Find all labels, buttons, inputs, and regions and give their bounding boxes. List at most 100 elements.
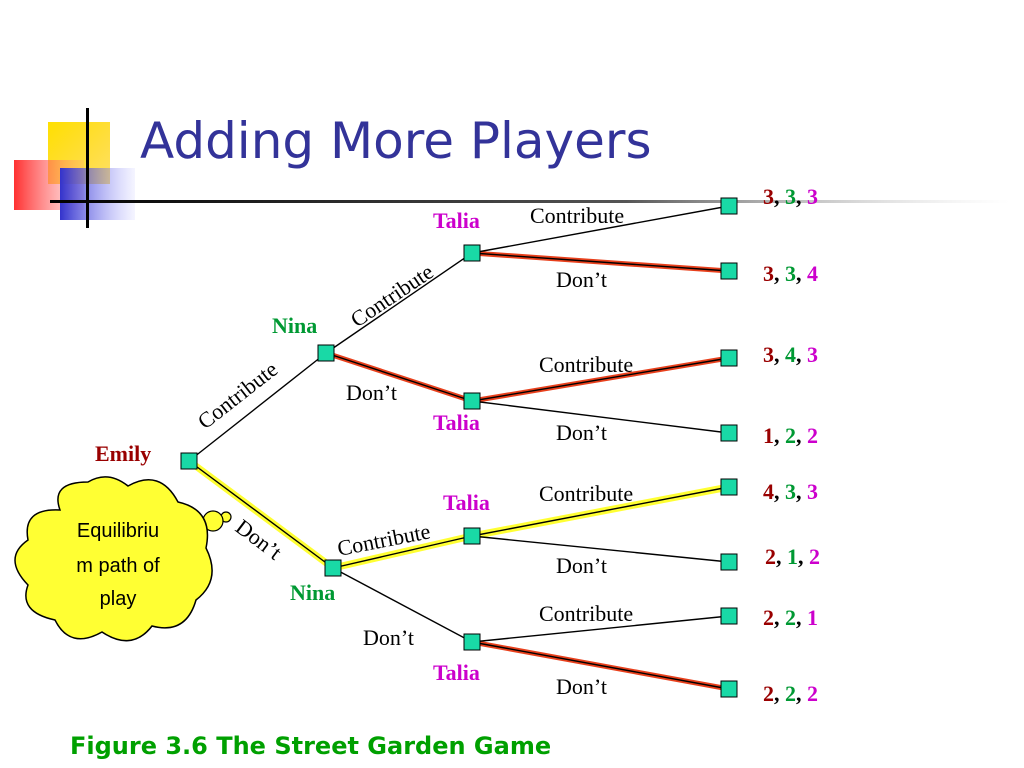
player-label-emily: Emily	[95, 441, 151, 466]
action-label-talia-3-contribute: Contribute	[539, 481, 633, 506]
payoff-3: 3, 4, 3	[763, 342, 818, 367]
payoff-6-emily: 2	[765, 544, 776, 569]
payoff-2-sep-2: ,	[796, 261, 807, 286]
action-label-emily-dont: Don’t	[231, 514, 287, 565]
payoff-4: 1, 2, 2	[763, 423, 818, 448]
node-talia-2	[463, 392, 481, 410]
figure-caption: Figure 3.6 The Street Garden Game	[70, 732, 552, 760]
payoff-7-sep-1: ,	[774, 605, 785, 630]
terminal-node-6	[720, 553, 738, 571]
payoff-1-sep-1: ,	[774, 184, 785, 209]
payoff-4-sep-1: ,	[774, 423, 785, 448]
terminal-node-5	[720, 478, 738, 496]
node-nina-bottom	[324, 559, 342, 577]
payoff-6-talia: 2	[809, 544, 820, 569]
action-label-nina-top-dont: Don’t	[346, 380, 397, 405]
payoff-3-sep-2: ,	[796, 342, 807, 367]
edge-nina-top-dont	[325, 352, 473, 402]
edge-talia-2-contribute	[471, 357, 730, 402]
edge-talia-1-contribute	[471, 205, 730, 254]
node-talia-3	[463, 527, 481, 545]
payoff-1-emily: 3	[763, 184, 774, 209]
payoff-2-emily: 3	[763, 261, 774, 286]
action-label-talia-2-contribute: Contribute	[539, 352, 633, 377]
action-label-talia-3-dont: Don’t	[556, 553, 607, 578]
edge-talia-4-dont	[471, 641, 730, 690]
node-emily	[180, 452, 198, 470]
action-label-talia-4-contribute: Contribute	[539, 601, 633, 626]
action-label-nina-top-contribute: Contribute	[346, 259, 438, 332]
payoff-2-nina: 3	[785, 261, 796, 286]
action-label-talia-4-dont: Don’t	[556, 674, 607, 699]
payoff-2-sep-1: ,	[774, 261, 785, 286]
edge-nina-bottom-dont	[332, 567, 473, 643]
payoff-4-talia: 2	[807, 423, 818, 448]
action-label-nina-bottom-dont: Don’t	[363, 625, 414, 650]
payoff-4-emily: 1	[763, 423, 774, 448]
callout-line-3: play	[100, 588, 137, 610]
terminal-node-2	[720, 262, 738, 280]
payoff-7: 2, 2, 1	[763, 605, 818, 630]
edge-emily-contribute	[188, 352, 327, 462]
edge-talia-1-dont	[471, 252, 730, 272]
action-label-talia-1-dont: Don’t	[556, 267, 607, 292]
edge-nina-bottom-contribute	[332, 535, 473, 569]
terminal-node-7	[720, 607, 738, 625]
player-label-talia-1: Talia	[433, 208, 480, 233]
node-talia-1	[463, 244, 481, 262]
payoff-5-sep-1: ,	[774, 479, 785, 504]
payoff-3-emily: 3	[763, 342, 774, 367]
payoff-8-emily: 2	[763, 681, 774, 706]
slide-title: Adding More Players	[140, 112, 652, 170]
payoff-7-emily: 2	[763, 605, 774, 630]
callout-cloud: Equilibriu m path of play	[14, 476, 232, 642]
edge-talia-2-dont	[471, 400, 730, 434]
callout-cloud-shape	[14, 476, 213, 642]
payoff-2-talia: 4	[807, 261, 818, 286]
payoff-1-nina: 3	[785, 184, 796, 209]
player-label-nina-top: Nina	[272, 313, 317, 338]
player-label-nina-bottom: Nina	[290, 580, 335, 605]
payoff-6-nina: 1	[787, 544, 798, 569]
edge-talia-4-contribute	[471, 615, 730, 643]
payoff-8-talia: 2	[807, 681, 818, 706]
terminal-node-3	[720, 349, 738, 367]
payoff-5-emily: 4	[763, 479, 774, 504]
payoff-4-sep-2: ,	[796, 423, 807, 448]
payoff-3-sep-1: ,	[774, 342, 785, 367]
payoff-8-sep-1: ,	[774, 681, 785, 706]
terminal-node-8	[720, 680, 738, 698]
payoff-7-nina: 2	[785, 605, 796, 630]
payoff-5-sep-2: ,	[796, 479, 807, 504]
edge-emily-dont	[188, 460, 334, 569]
payoff-3-nina: 4	[785, 342, 796, 367]
node-talia-4	[463, 633, 481, 651]
edge-talia-3-dont	[471, 535, 730, 563]
action-label-talia-2-dont: Don’t	[556, 420, 607, 445]
payoff-1-talia: 3	[807, 184, 818, 209]
edge-talia-3-contribute	[471, 486, 730, 537]
terminal-node-1	[720, 197, 738, 215]
payoff-3-talia: 3	[807, 342, 818, 367]
deco-horizontal-line	[50, 200, 1010, 203]
edge-nina-top-contribute	[325, 252, 473, 354]
payoff-5-nina: 3	[785, 479, 796, 504]
payoff-1-sep-2: ,	[796, 184, 807, 209]
payoff-4-nina: 2	[785, 423, 796, 448]
payoff-1: 3, 3, 3	[763, 184, 818, 209]
payoff-8: 2, 2, 2	[763, 681, 818, 706]
callout-line-1: Equilibriu	[77, 520, 159, 542]
payoff-7-sep-2: ,	[796, 605, 807, 630]
payoff-8-sep-2: ,	[796, 681, 807, 706]
player-label-talia-3: Talia	[443, 490, 490, 515]
terminal-node-4	[720, 424, 738, 442]
deco-vertical-line	[86, 108, 89, 228]
payoff-7-talia: 1	[807, 605, 818, 630]
deco-blue-square	[60, 168, 135, 220]
payoff-6-sep-1: ,	[776, 544, 787, 569]
player-label-talia-2: Talia	[433, 410, 480, 435]
payoff-6-sep-2: ,	[798, 544, 809, 569]
